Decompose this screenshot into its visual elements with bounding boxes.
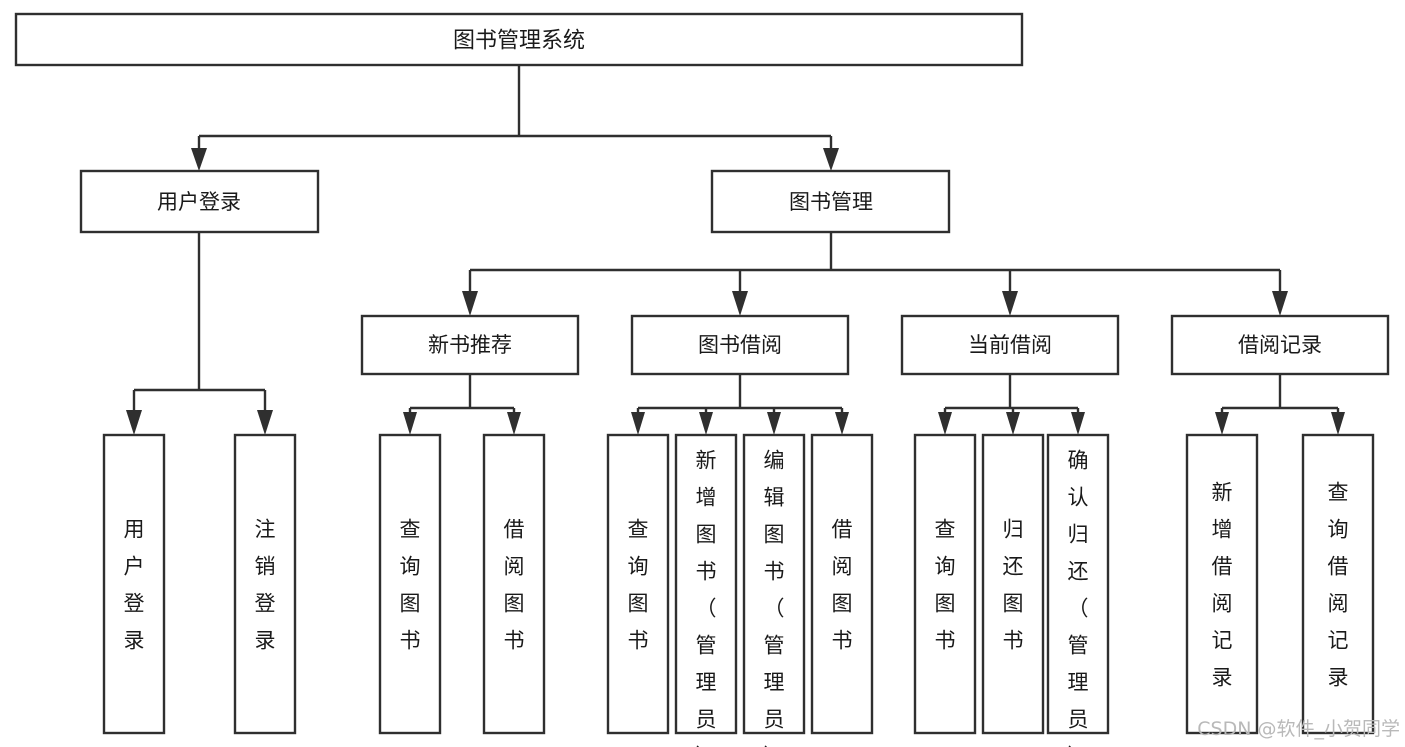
leaf-borrow-query-book[interactable]: 查询图书: [606, 433, 670, 735]
node-borrow-record[interactable]: 借阅记录: [1170, 314, 1390, 376]
borrow-record-box[interactable]: [1170, 314, 1390, 376]
leaf-user-login-logout[interactable]: 注销登录: [233, 433, 297, 735]
leaf-box[interactable]: [674, 433, 738, 735]
arrow-bookmanage-to-new-book: [462, 291, 478, 316]
root-box[interactable]: [14, 12, 1024, 67]
leaf-label-vertical: 借阅图书: [832, 518, 853, 653]
arrow-newbook-leaf-2: [507, 412, 521, 435]
current-borrow-box[interactable]: [900, 314, 1120, 376]
leaf-label-vertical: 查询图书: [935, 518, 956, 653]
leaf-label-vertical: 查询图书: [628, 518, 649, 653]
node-book-borrow[interactable]: 图书借阅: [630, 314, 850, 376]
leaf-borrow-borrow-book[interactable]: 借阅图书: [810, 433, 874, 735]
arrow-borrow-leaf-3: [767, 412, 781, 435]
book-management-label: 图书管理: [789, 190, 873, 214]
arrow-bookmanage-to-current: [1002, 291, 1018, 316]
leaf-label-vertical: 确认归还（管理员）: [1068, 449, 1089, 747]
leaf-user-login-login[interactable]: 用户登录: [102, 433, 166, 735]
arrow-borrow-leaf-2: [699, 412, 713, 435]
new-book-recommend-label: 新书推荐: [428, 333, 512, 357]
borrow-record-label: 借阅记录: [1238, 333, 1322, 357]
user-login-label: 用户登录: [157, 190, 241, 214]
book-management-box[interactable]: [710, 169, 951, 234]
arrow-current-leaf-2: [1006, 412, 1020, 435]
leaf-box[interactable]: [810, 433, 874, 735]
arrow-bookmanage-to-borrow: [732, 291, 748, 316]
csdn-watermark: CSDN @软件_小贺同学: [1197, 718, 1400, 740]
arrow-newbook-leaf-1: [403, 412, 417, 435]
leaf-box[interactable]: [913, 433, 977, 735]
leaf-label-vertical: 新增借阅记录: [1212, 481, 1233, 690]
node-root-book-management-system[interactable]: 图书管理系统: [14, 12, 1024, 67]
node-new-book-recommend[interactable]: 新书推荐: [360, 314, 580, 376]
leaf-label-vertical: 查询图书: [400, 518, 421, 653]
leaf-label-vertical: 用户登录: [124, 518, 145, 653]
leaf-label-vertical: 编辑图书（管理员）: [764, 449, 785, 747]
leaf-new-book-borrow[interactable]: 借阅图书: [482, 433, 546, 735]
node-user-login[interactable]: 用户登录: [79, 169, 320, 234]
leaf-box[interactable]: [606, 433, 670, 735]
arrow-root-to-user-login: [191, 148, 207, 171]
leaf-box[interactable]: [378, 433, 442, 735]
node-current-borrow[interactable]: 当前借阅: [900, 314, 1120, 376]
leaf-box[interactable]: [1046, 433, 1110, 735]
leaf-record-add-record[interactable]: 新增借阅记录: [1185, 433, 1259, 735]
leaf-box[interactable]: [1185, 433, 1259, 735]
user-login-box[interactable]: [79, 169, 320, 234]
book-borrow-label: 图书借阅: [698, 333, 782, 357]
arrow-userlogin-leaf-1: [126, 410, 142, 435]
leaf-label-vertical: 新增图书（管理员）: [696, 449, 717, 747]
leaf-box[interactable]: [742, 433, 806, 735]
leaf-box[interactable]: [1301, 433, 1375, 735]
leaf-borrow-add-book-admin[interactable]: 新增图书（管理员）: [674, 433, 738, 747]
connector-layer: [126, 65, 1345, 435]
arrow-current-leaf-1: [938, 412, 952, 435]
arrow-borrow-leaf-1: [631, 412, 645, 435]
new-book-recommend-box[interactable]: [360, 314, 580, 376]
leaf-label-vertical: 归还图书: [1003, 518, 1024, 653]
leaf-record-query-record[interactable]: 查询借阅记录: [1301, 433, 1375, 735]
leaf-new-book-query[interactable]: 查询图书: [378, 433, 442, 735]
leaf-current-return-book[interactable]: 归还图书: [981, 433, 1045, 735]
arrow-current-leaf-3: [1071, 412, 1085, 435]
arrow-root-to-book-manage: [823, 148, 839, 171]
leaf-box[interactable]: [482, 433, 546, 735]
arrow-userlogin-leaf-2: [257, 410, 273, 435]
leaf-borrow-edit-book-admin[interactable]: 编辑图书（管理员）: [742, 433, 806, 747]
root-label: 图书管理系统: [453, 29, 585, 54]
arrow-record-leaf-2: [1331, 412, 1345, 435]
current-borrow-label: 当前借阅: [968, 333, 1052, 357]
leaf-box[interactable]: [102, 433, 166, 735]
arrow-borrow-leaf-4: [835, 412, 849, 435]
node-book-management[interactable]: 图书管理: [710, 169, 951, 234]
leaf-box[interactable]: [981, 433, 1045, 735]
leaf-current-confirm-return-admin[interactable]: 确认归还（管理员）: [1046, 433, 1110, 747]
leaf-box[interactable]: [233, 433, 297, 735]
leaf-label-vertical: 查询借阅记录: [1328, 481, 1349, 690]
leaf-current-query-book[interactable]: 查询图书: [913, 433, 977, 735]
arrow-bookmanage-to-record: [1272, 291, 1288, 316]
book-borrow-box[interactable]: [630, 314, 850, 376]
leaf-label-vertical: 注销登录: [255, 518, 276, 653]
leaf-label-vertical: 借阅图书: [504, 518, 525, 653]
arrow-record-leaf-1: [1215, 412, 1229, 435]
